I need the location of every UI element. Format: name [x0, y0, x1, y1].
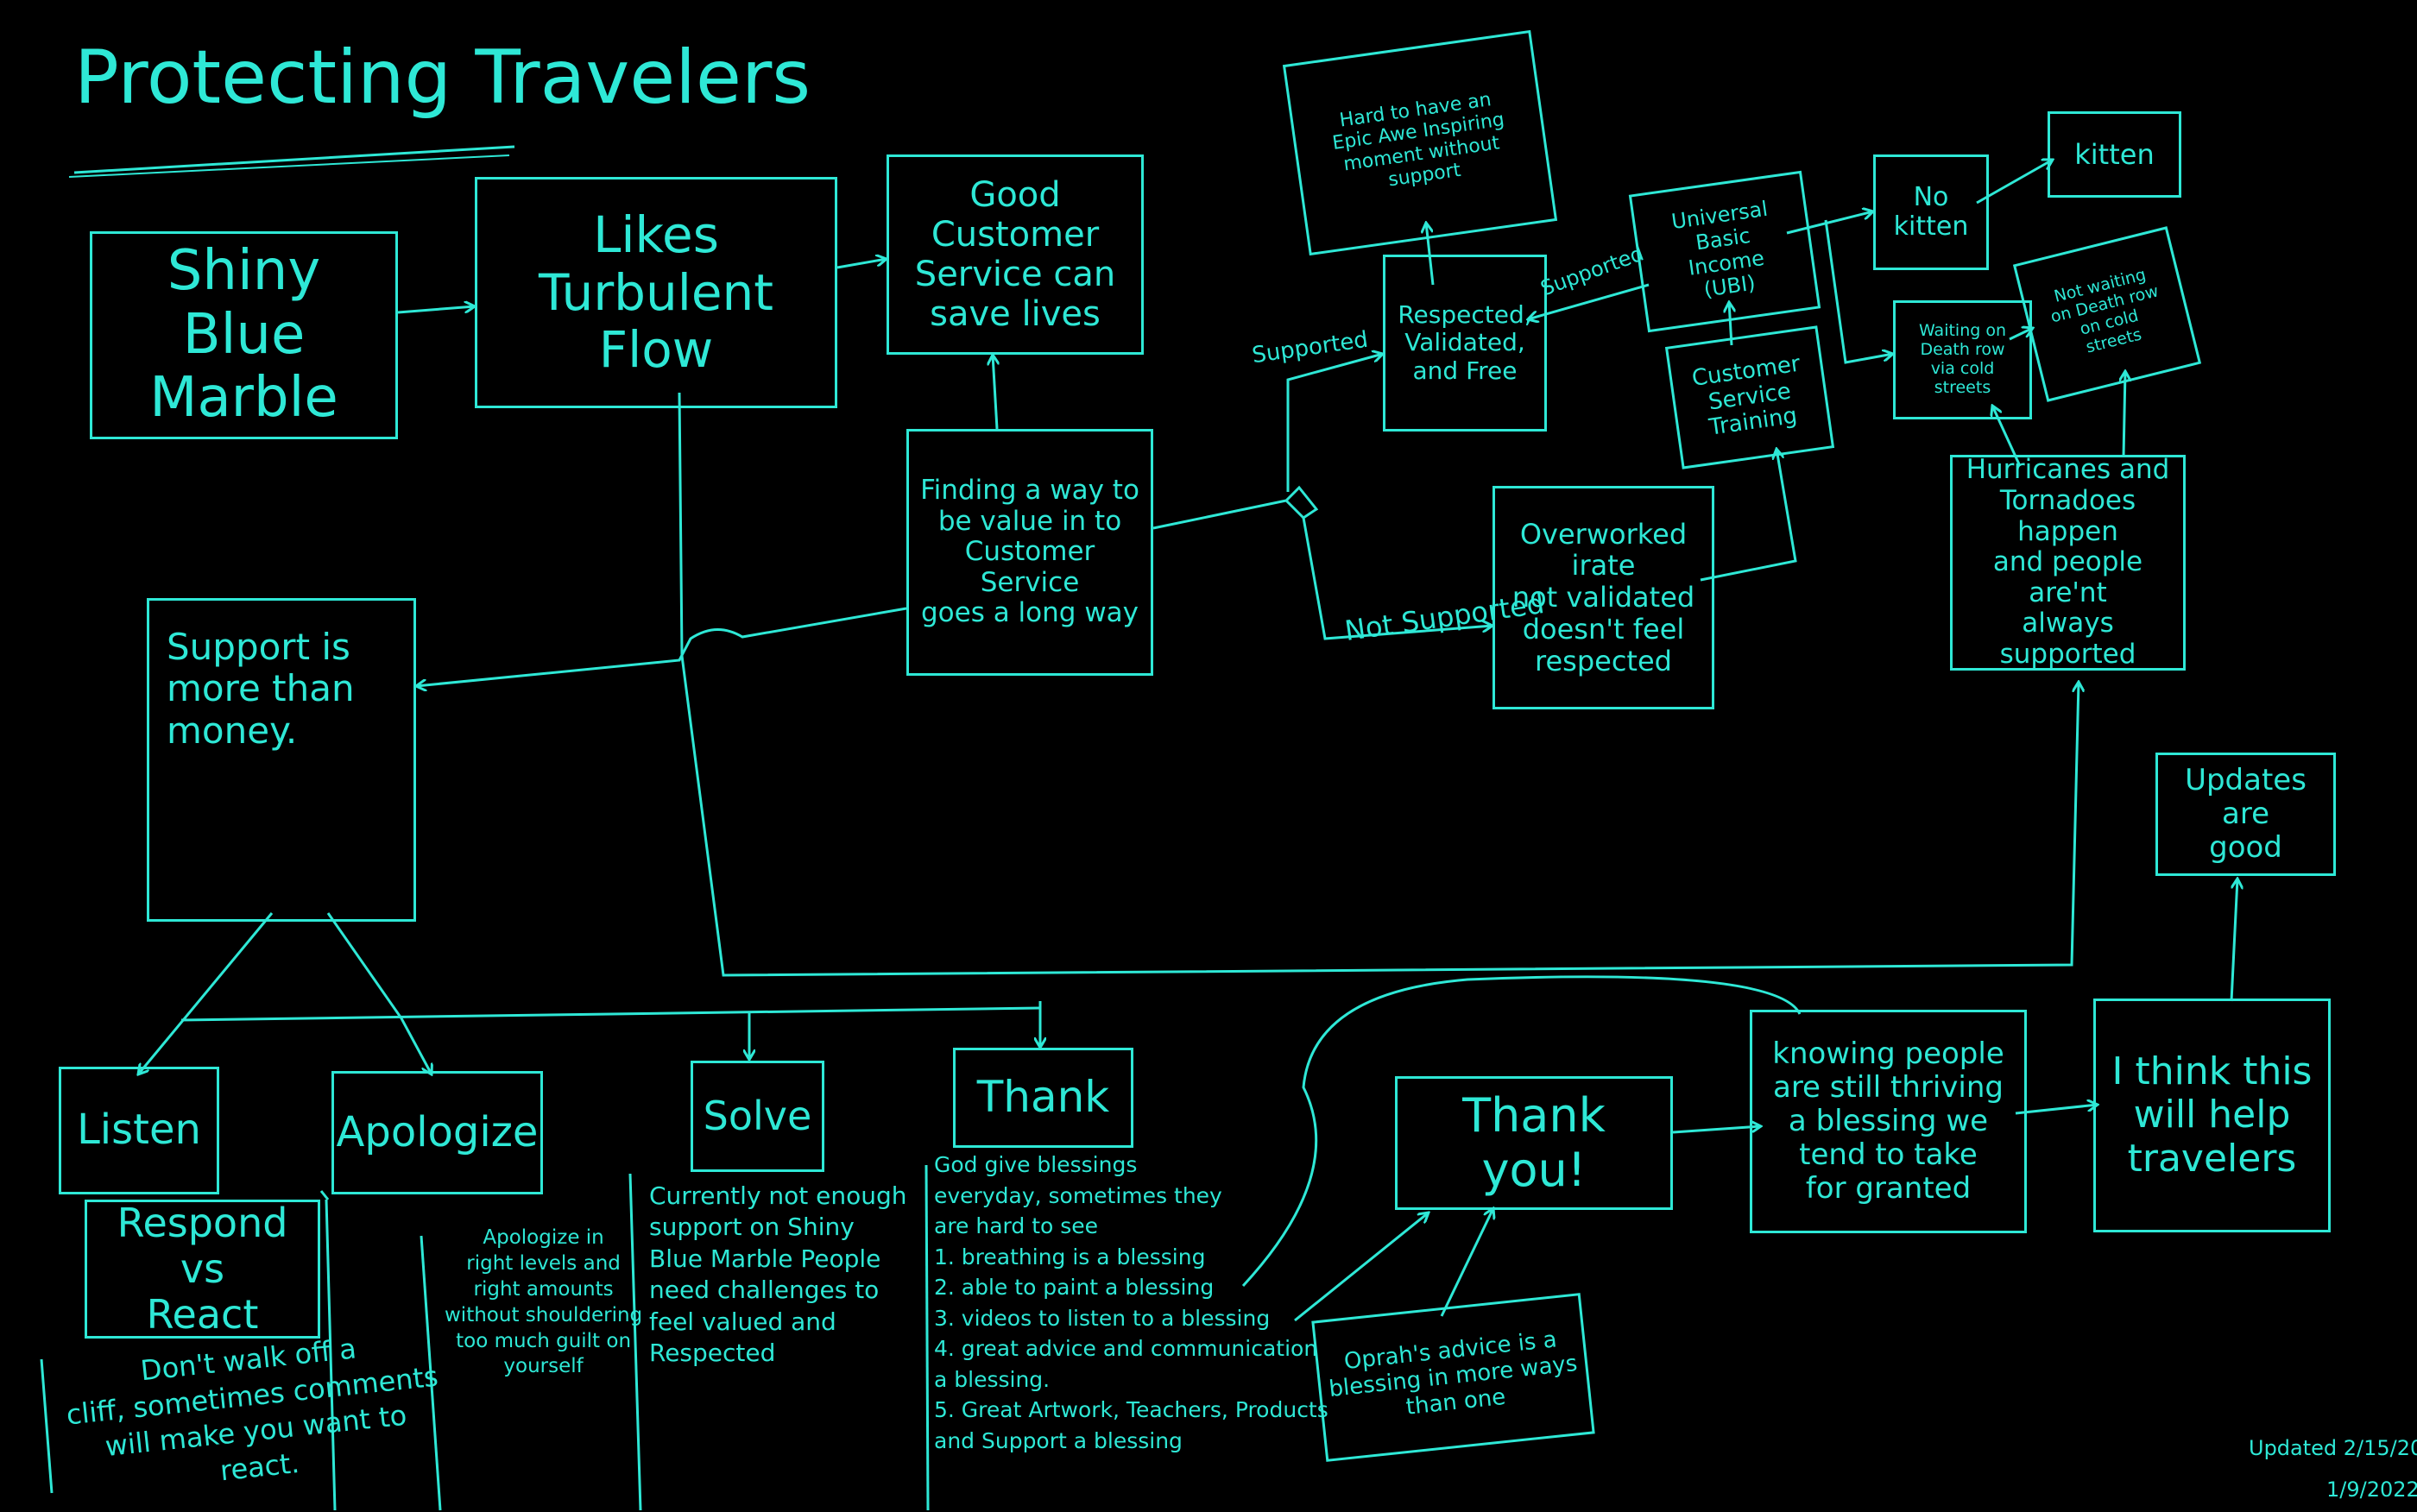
- node-hard-to-have: Hard to have an Epic Awe Inspiring momen…: [1282, 29, 1558, 256]
- note-god-give-blessings: God give blessings everyday, sometimes t…: [934, 1152, 1328, 1453]
- edge-turbulent-customer: [836, 259, 887, 269]
- edge-knowing-ithink: [2015, 1105, 2098, 1115]
- edge-support-apologize: [326, 912, 432, 1074]
- edge-ubi-nokitten: [1786, 211, 1873, 235]
- edge-ithink-updates: [2230, 879, 2237, 1002]
- node-solve: Solve: [691, 1061, 824, 1172]
- node-respond-vs-react: Respond vs React: [85, 1200, 320, 1339]
- node-likes-turbulent-flow: Likes Turbulent Flow: [475, 177, 837, 408]
- edge-support-listen: [138, 912, 274, 1074]
- node-hurricanes: Hurricanes and Tornadoes happen and peop…: [1950, 454, 2186, 671]
- updated-date: Updated 2/15/2022: [2249, 1436, 2417, 1460]
- edge-training-ubi: [1729, 302, 1732, 346]
- node-i-think-this: I think this will help travelers: [2093, 999, 2331, 1232]
- node-updates-are-good: Updates are good: [2155, 753, 2336, 876]
- edge-thankyou-knowing: [1672, 1126, 1761, 1134]
- edge-bus: [180, 1006, 1041, 1022]
- original-date: 1/9/2022: [2326, 1477, 2417, 1502]
- node-kitten: kitten: [2048, 111, 2181, 198]
- edge-not-supported: [1302, 517, 1492, 640]
- edge-respected-hard: [1426, 223, 1435, 286]
- edge-ubi-waiting: [1824, 219, 1893, 364]
- edge-finding-support: [416, 607, 907, 686]
- edge-god-thankyou: [1294, 1213, 1429, 1322]
- edge-ubi-respected: [1528, 283, 1650, 319]
- node-oprah: Oprah's advice is a blessing in more way…: [1311, 1293, 1595, 1462]
- edge-hurricanes-notwaiting: [2124, 371, 2125, 458]
- node-good-customer-service: Good Customer Service can save lives: [887, 154, 1144, 355]
- node-listen: Listen: [59, 1067, 219, 1194]
- note-apologize-in: Apologize in right levels and right amou…: [445, 1226, 643, 1378]
- node-thank: Thank: [953, 1048, 1133, 1148]
- edge-nokitten-kitten: [1976, 160, 2053, 205]
- edge-oprah-thankyou: [1440, 1208, 1493, 1317]
- node-ubi: Universal Basic Income (UBI): [1628, 170, 1821, 333]
- node-apologize: Apologize: [331, 1071, 543, 1194]
- node-knowing-people: knowing people are still thriving a bles…: [1750, 1010, 2027, 1233]
- node-customer-service-training: Customer Service Training: [1664, 325, 1835, 469]
- page-title: Protecting Travelers: [74, 35, 811, 121]
- node-thank-you: Thank you!: [1395, 1076, 1673, 1210]
- edge-supported: [1286, 354, 1383, 492]
- node-no-kitten: No kitten: [1873, 154, 1989, 270]
- node-finding-a-way: Finding a way to be value in to Customer…: [906, 429, 1153, 676]
- node-support-more-than-money: Support is more than money.: [147, 598, 416, 922]
- edge-finding-good: [993, 355, 997, 430]
- node-waiting-death-row: Waiting on Death row via cold streets: [1893, 300, 2032, 419]
- edge-marble-turbulent: [397, 306, 475, 314]
- node-overworked: Overworked irate not validated doesn't f…: [1492, 486, 1714, 709]
- edge-god-curve: [1241, 975, 1802, 1288]
- node-shiny-blue-marble: Shiny Blue Marble: [90, 231, 398, 439]
- edge-big-loop: [678, 392, 2079, 977]
- edge-finding-branch: [1152, 485, 1319, 530]
- node-respected-validated-free: Respected, Validated, and Free: [1383, 255, 1547, 432]
- edge-overworked-training: [1700, 449, 1797, 582]
- edge-waiting-notwaiting: [2009, 328, 2033, 341]
- note-currently-not-enough: Currently not enough support on Shiny Bl…: [649, 1181, 907, 1367]
